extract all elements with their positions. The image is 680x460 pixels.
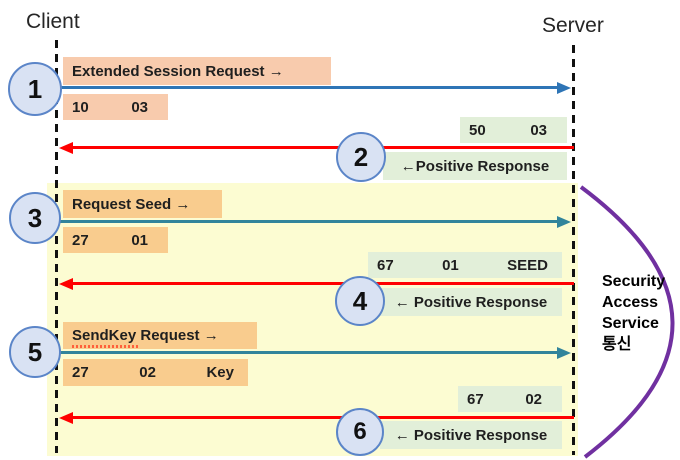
step6-response-arrow	[73, 416, 574, 419]
step5-bytes: 27 02 Key	[63, 359, 248, 386]
step5-badge: 5	[9, 326, 61, 378]
byte-value: 03	[530, 121, 547, 139]
step5-request-label: SendKey Request →	[63, 322, 257, 349]
byte-value: SEED	[507, 256, 548, 274]
annotation-line: Security	[602, 273, 666, 290]
byte-value: 67	[377, 256, 394, 274]
step-number: 1	[27, 73, 43, 104]
byte-value: 50	[469, 121, 486, 139]
server-label: Server	[542, 14, 604, 37]
byte-value: 01	[131, 231, 148, 249]
annotation-line: Service	[602, 315, 659, 332]
step6-response-label: ← Positive Response	[380, 421, 562, 449]
step1-request-arrow	[57, 86, 557, 89]
client-lifeline	[55, 40, 58, 453]
step1-badge: 1	[8, 62, 62, 116]
step6-arrowhead-icon	[59, 412, 73, 424]
step-number: 6	[353, 418, 367, 445]
annotation-line: Access	[602, 294, 659, 311]
step3-badge: 3	[9, 192, 61, 244]
server-lifeline	[572, 45, 575, 455]
step-number: 4	[352, 285, 368, 316]
step4-response-label: ← Positive Response	[380, 288, 562, 316]
byte-value: 10	[72, 98, 89, 116]
step1-request-label: Extended Session Request →	[63, 57, 331, 85]
step2-badge: 2	[336, 132, 386, 182]
step3-request-label: Request Seed →	[63, 190, 222, 218]
byte-value: Key	[206, 364, 234, 381]
byte-value: 02	[139, 364, 156, 381]
step2-bytes: 50 03	[460, 117, 567, 143]
byte-value: 27	[72, 364, 89, 381]
byte-value: 01	[442, 256, 459, 274]
spellcheck-underline	[72, 345, 140, 348]
step4-badge: 4	[335, 276, 385, 326]
step4-response-arrow	[73, 282, 574, 285]
annotation-text: Security Access Service 통신	[602, 271, 665, 355]
step-number: 2	[353, 141, 369, 172]
client-label: Client	[26, 10, 80, 33]
byte-value: 67	[467, 390, 484, 408]
step1-arrowhead-icon	[557, 82, 571, 94]
step3-request-arrow	[57, 220, 557, 223]
step2-arrowhead-icon	[59, 142, 73, 154]
step4-bytes: 67 01 SEED	[368, 252, 562, 278]
step2-response-label: ←Positive Response	[383, 152, 567, 180]
byte-value: 02	[525, 390, 542, 408]
step4-arrowhead-icon	[59, 278, 73, 290]
step-number: 3	[27, 202, 43, 233]
byte-value: 27	[72, 231, 89, 249]
step6-badge: 6	[336, 408, 384, 456]
step5-request-arrow	[57, 351, 557, 354]
step1-bytes: 10 03	[63, 94, 168, 120]
step3-arrowhead-icon	[557, 216, 571, 228]
step-number: 5	[27, 336, 43, 367]
annotation-line: 통신	[602, 336, 632, 353]
step5-arrowhead-icon	[557, 347, 571, 359]
step6-bytes: 67 02	[458, 386, 562, 412]
step3-bytes: 27 01	[63, 227, 168, 253]
byte-value: 03	[131, 98, 148, 116]
step2-response-arrow	[73, 146, 574, 149]
